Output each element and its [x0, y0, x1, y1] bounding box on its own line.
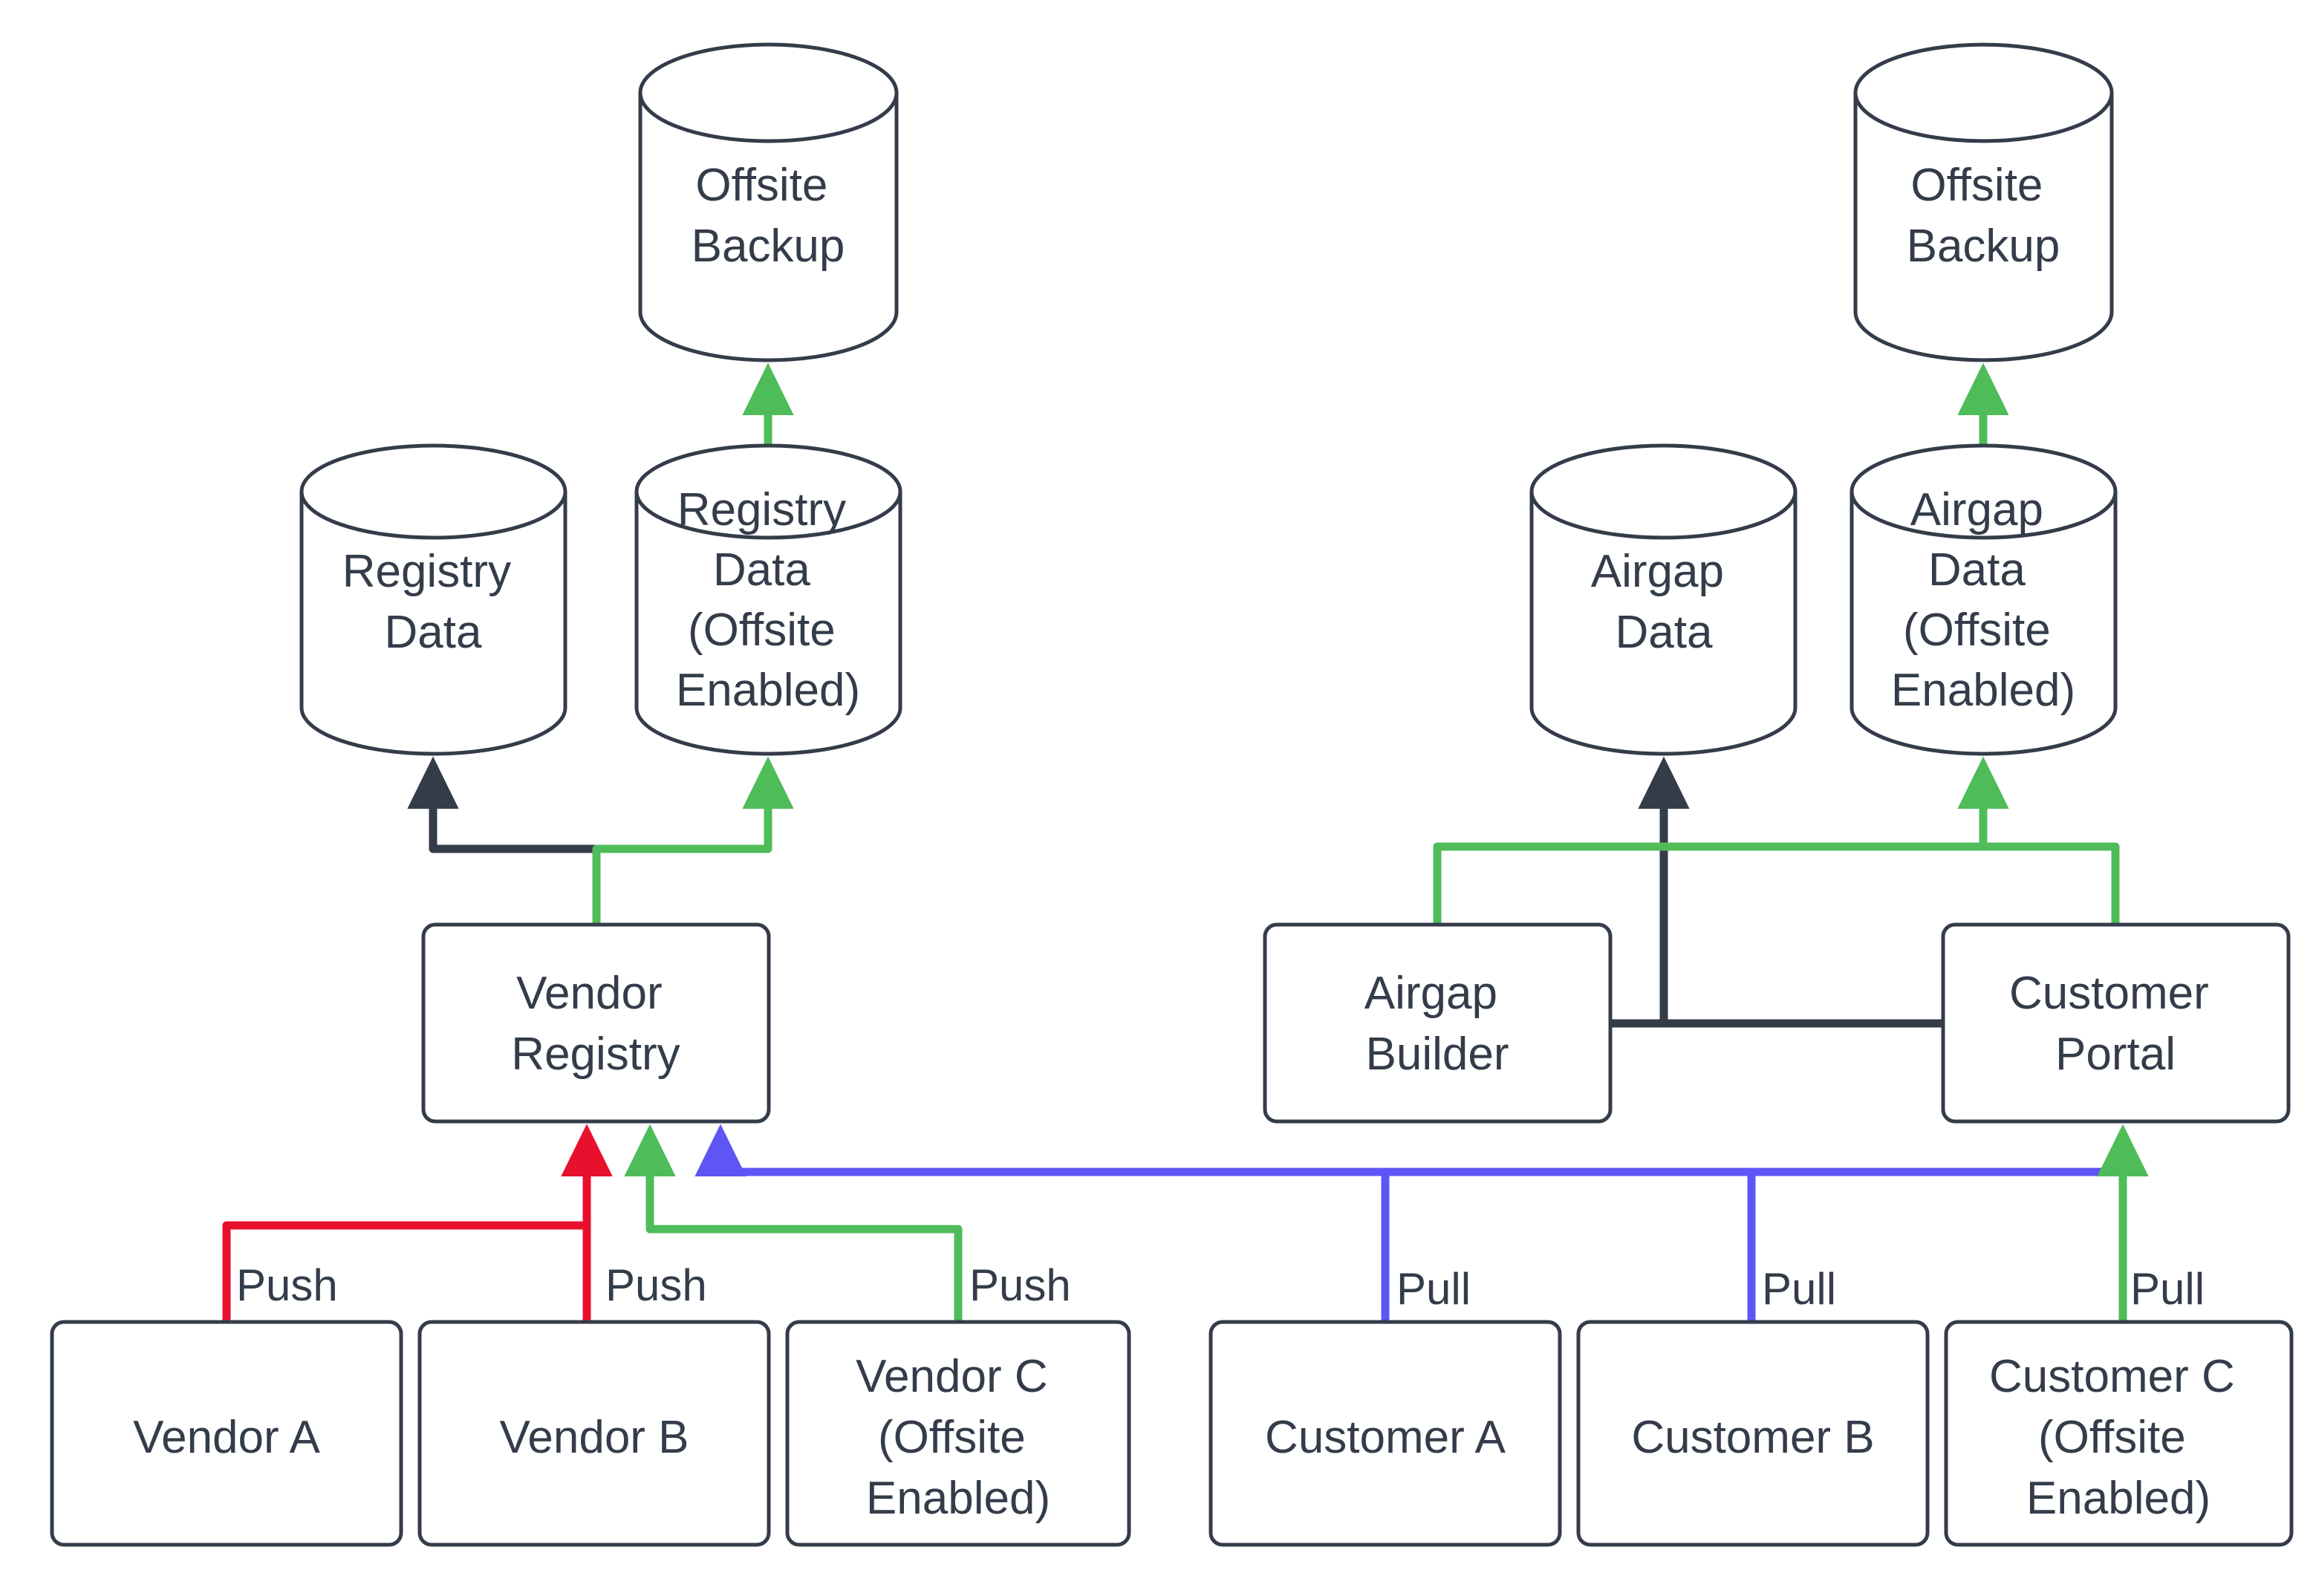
node-label-line: Data	[385, 607, 482, 658]
node-customer-a[interactable]: Customer A	[1208, 1320, 1562, 1547]
node-label-line: Data	[713, 544, 810, 596]
node-label-line: Enabled)	[2026, 1473, 2210, 1524]
node-label-line: (Offsite	[1903, 605, 2051, 656]
svg-text:Airgap Builder: Airgap Builder	[1364, 968, 1510, 1080]
node-label-line: Customer C	[1989, 1351, 2235, 1402]
svg-text:Airgap Data: Airgap Data (Offsite Enabled)	[1891, 484, 2075, 716]
edge-vendor-c-push	[624, 1124, 963, 1322]
node-label-line: Customer	[2009, 968, 2209, 1019]
svg-text:Vendor A: Vendor A	[133, 1412, 320, 1463]
node-label-line: Airgap	[1591, 546, 1724, 597]
node-airgap-data[interactable]: Airgap Data	[1529, 443, 1798, 756]
node-label-line: Customer A	[1265, 1412, 1506, 1463]
node-label-line: Builder	[1366, 1029, 1509, 1080]
node-offsite-backup-left[interactable]: Offsite Backup	[638, 42, 899, 362]
edge-vendor-registry-to-registry-data	[407, 756, 601, 925]
edge-labels-layer: Push Push Push Pull Pull Pull	[236, 1260, 2205, 1314]
node-label-line: Airgap	[1364, 968, 1497, 1019]
node-airgap-builder[interactable]: Airgap Builder	[1263, 922, 1613, 1124]
edge-vendor-registry-to-registry-data-offsite	[592, 756, 794, 925]
edge-label-pull-customer-c: Pull	[2130, 1264, 2205, 1314]
node-label-line: Registry	[511, 1029, 680, 1080]
node-airgap-data-offsite[interactable]: Airgap Data (Offsite Enabled)	[1850, 443, 2118, 756]
svg-text:Registry Data: Registry Data	[342, 546, 524, 658]
node-label-line: Offsite	[1910, 160, 2043, 211]
node-label-line: Data	[1616, 607, 1713, 658]
node-label-line: Offsite	[695, 160, 827, 211]
node-label-line: Registry	[677, 484, 846, 535]
svg-text:Vendor C (Offsite: Vendor C (Offsite Enabled)	[856, 1351, 1061, 1524]
edge-label-pull-customer-b: Pull	[1762, 1264, 1836, 1314]
node-label-line: (Offsite	[2038, 1412, 2186, 1463]
svg-text:Registry Data: Registry Data (Offsite Enabled)	[676, 484, 860, 716]
node-vendor-b[interactable]: Vendor B	[417, 1320, 771, 1547]
node-customer-b[interactable]: Customer B	[1576, 1320, 1930, 1547]
edge-label-push-vendor-c: Push	[969, 1260, 1071, 1310]
edges-layer	[222, 362, 2149, 1322]
node-label-line: Data	[1928, 544, 2026, 596]
node-label-line: Enabled)	[866, 1473, 1050, 1524]
node-label-line: Portal	[2055, 1029, 2176, 1080]
edge-builder-to-airgap-data	[1610, 756, 1690, 1028]
node-registry-data[interactable]: Registry Data	[299, 443, 567, 756]
svg-text:Offsite Backup: Offsite Backup	[692, 160, 845, 272]
node-label-line: Vendor C	[856, 1351, 1048, 1402]
svg-text:Airgap Data: Airgap Data	[1591, 546, 1737, 658]
edge-label-pull-customer-a: Pull	[1396, 1264, 1471, 1314]
node-customer-portal[interactable]: Customer Portal	[1941, 922, 2291, 1124]
svg-text:Offsite Backup: Offsite Backup	[1907, 160, 2060, 272]
svg-text:Vendor Registry: Vendor Registry	[511, 968, 680, 1080]
node-registry-data-offsite[interactable]: Registry Data (Offsite Enabled)	[634, 443, 902, 756]
node-label-line: Backup	[692, 221, 845, 272]
node-label-line: (Offsite	[878, 1412, 1026, 1463]
node-label-line: Enabled)	[1891, 665, 2075, 716]
node-customer-c[interactable]: Customer C (Offsite Enabled)	[1944, 1320, 2294, 1547]
node-offsite-backup-right[interactable]: Offsite Backup	[1853, 42, 2114, 362]
node-vendor-c[interactable]: Vendor C (Offsite Enabled)	[785, 1320, 1131, 1547]
svg-text:Customer B: Customer B	[1631, 1412, 1874, 1463]
svg-text:Customer A: Customer A	[1265, 1412, 1506, 1463]
node-label-line: Vendor A	[133, 1412, 320, 1463]
node-label-line: Backup	[1907, 221, 2060, 272]
edge-label-push-vendor-b: Push	[605, 1260, 707, 1310]
node-vendor-registry[interactable]: Vendor Registry	[421, 922, 771, 1124]
node-label-line: Registry	[342, 546, 511, 597]
nodes-layer: Offsite Backup Registry Data Registry Da…	[50, 42, 2294, 1547]
edge-label-push-vendor-a: Push	[236, 1260, 338, 1310]
edge-blue-pull-rail	[694, 1124, 2123, 1177]
node-label-line: Vendor	[516, 968, 663, 1019]
node-label-line: Enabled)	[676, 665, 860, 716]
svg-text:Customer Portal: Customer Portal	[2009, 968, 2222, 1080]
node-vendor-a[interactable]: Vendor A	[50, 1320, 403, 1547]
node-label-line: Customer B	[1631, 1412, 1874, 1463]
node-label-line: (Offsite	[688, 605, 836, 656]
edge-builder-to-portal-green-rail	[1433, 842, 2120, 925]
svg-text:Customer C (Offsite: Customer C (Offsite Enabled)	[1989, 1351, 2248, 1524]
node-label-line: Airgap	[1910, 484, 2043, 535]
node-label-line: Vendor B	[499, 1412, 689, 1463]
svg-text:Vendor B: Vendor B	[499, 1412, 689, 1463]
